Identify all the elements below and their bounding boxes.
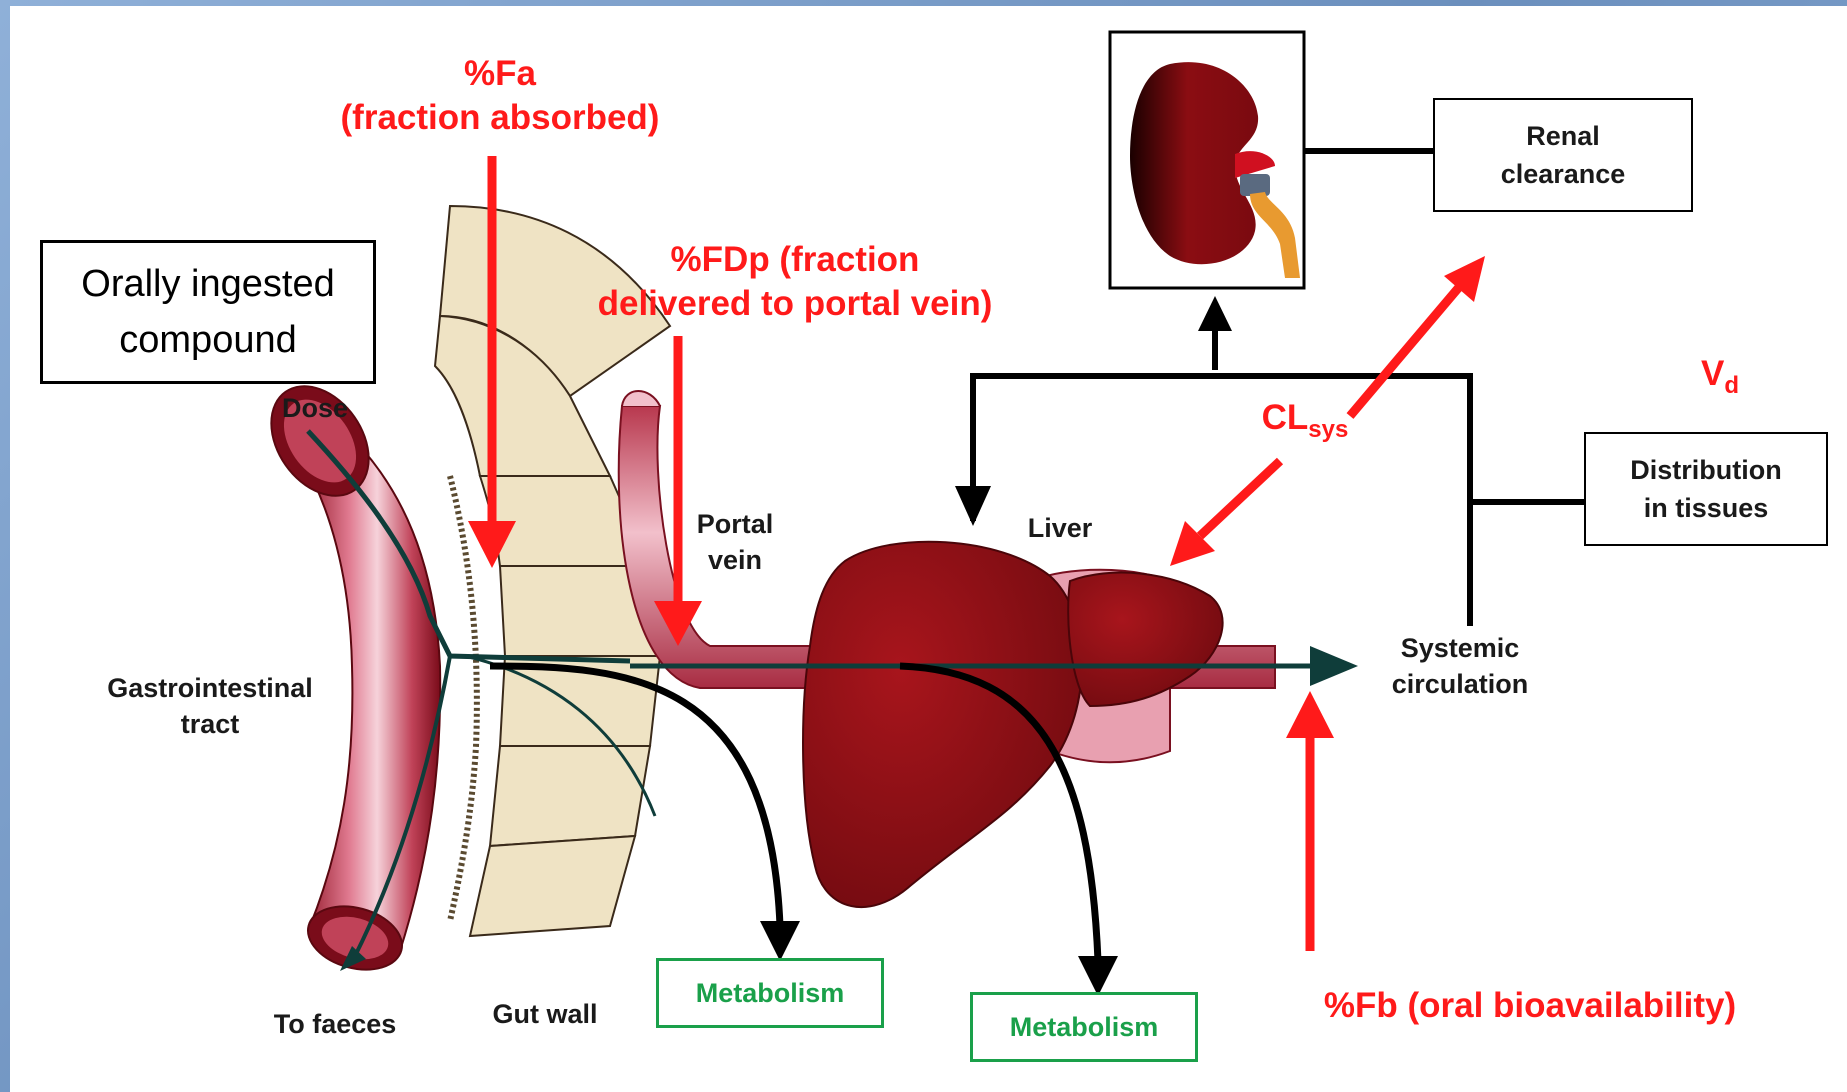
liver-illustration — [803, 542, 1223, 907]
metabolism-box-liver: Metabolism — [970, 992, 1198, 1062]
kidney-arrowhead — [1198, 296, 1232, 331]
vd-label: Vd — [1680, 352, 1760, 408]
gi-line-2: tract — [90, 706, 330, 742]
metabolism-box-gut: Metabolism — [656, 958, 884, 1028]
cl-sys-label: CLsys — [1250, 396, 1360, 452]
vd-sub: d — [1724, 372, 1739, 399]
orally-line-2: compound — [81, 312, 334, 368]
slide-panel: %Fa (fraction absorbed) %FDp (fraction d… — [10, 6, 1847, 1092]
gut-wall-label: Gut wall — [465, 996, 625, 1032]
fdp-line-1: %FDp (fraction — [545, 238, 1045, 282]
orally-line-1: Orally ingested — [81, 256, 334, 312]
renal-line-2: clearance — [1501, 155, 1626, 193]
to-faeces-label: To faeces — [245, 1006, 425, 1042]
renal-line-1: Renal — [1501, 117, 1626, 155]
orally-ingested-box: Orally ingested compound — [40, 240, 376, 384]
fa-subtitle: (fraction absorbed) — [290, 96, 710, 140]
fdp-label: %FDp (fraction delivered to portal vein) — [545, 238, 1045, 326]
liver-metabolism-arrowhead — [1078, 956, 1118, 996]
systemic-line-1: Systemic — [1365, 630, 1555, 666]
gut-metabolism-arrowhead — [760, 921, 800, 961]
fb-text: %Fb (oral bioavailability) — [1324, 986, 1736, 1025]
cl-main: CL — [1262, 398, 1309, 437]
liver-label: Liver — [1010, 510, 1110, 546]
systemic-circulation-label: Systemic circulation — [1365, 630, 1555, 702]
fdp-line-2: delivered to portal vein) — [545, 282, 1045, 326]
liver-arrowhead — [955, 486, 991, 526]
distribution-line-2: in tissues — [1630, 489, 1781, 527]
renal-clearance-box: Renal clearance — [1433, 98, 1693, 212]
systemic-arrowhead — [1310, 646, 1358, 686]
vd-main: V — [1701, 354, 1724, 393]
dose-label: Dose — [265, 390, 365, 426]
gi-tract-label: Gastrointestinal tract — [90, 670, 330, 742]
fb-arrowhead — [1286, 691, 1334, 738]
gi-line-1: Gastrointestinal — [90, 670, 330, 706]
fa-label: %Fa (fraction absorbed) — [290, 52, 710, 140]
fb-label: %Fb (oral bioavailability) — [1260, 984, 1800, 1028]
systemic-line-2: circulation — [1365, 666, 1555, 702]
distribution-line-1: Distribution — [1630, 451, 1781, 489]
distribution-box: Distribution in tissues — [1584, 432, 1828, 546]
portal-line-1: Portal — [670, 506, 800, 542]
portal-vein-label: Portal vein — [670, 506, 800, 578]
fa-title: %Fa — [290, 52, 710, 96]
portal-line-2: vein — [670, 542, 800, 578]
cl-sub: sys — [1308, 416, 1348, 443]
